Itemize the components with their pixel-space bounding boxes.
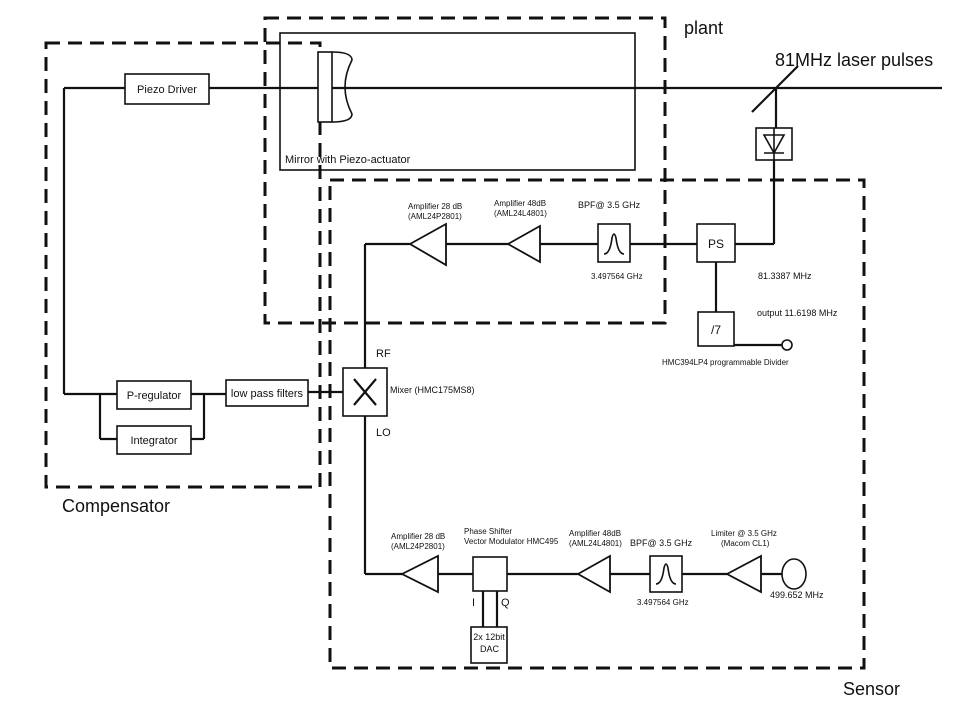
limiter-name: Limiter @ 3.5 GHz — [711, 529, 777, 538]
p-regulator-label: P-regulator — [127, 390, 182, 402]
divider-output-terminal — [781, 339, 793, 351]
divider-output-label: output 11.6198 MHz — [757, 308, 838, 318]
sensor-label: Sensor — [843, 679, 900, 699]
divider-part-label: HMC394LP4 programmable Divider — [662, 358, 789, 367]
mixer-rf-label: RF — [376, 348, 391, 360]
phase-shifter-name: Phase Shifter — [464, 527, 512, 536]
source-freq-label: 499.652 MHz — [770, 590, 824, 600]
top-amp2-name: Amplifier 48dB — [494, 199, 546, 208]
compensator-label: Compensator — [62, 496, 170, 516]
bottom-amp1-part: (AML24P2801) — [391, 542, 445, 551]
bottom-amp2-name: Amplifier 48dB — [569, 529, 621, 538]
low-pass-label: low pass filters — [231, 388, 304, 400]
phase-shifter-box — [472, 556, 508, 592]
integrator-label: Integrator — [130, 435, 177, 447]
limiter-part: (Macom CL1) — [721, 539, 770, 548]
plant-label: plant — [684, 18, 723, 38]
plant-region — [263, 16, 667, 325]
bottom-amp1-name: Amplifier 28 dB — [391, 532, 445, 541]
top-bpf-freq: 3.497564 GHz — [591, 272, 643, 281]
ps-box — [696, 223, 736, 263]
ps-label: PS — [708, 237, 724, 251]
top-amp1-triangle — [408, 222, 447, 267]
photodiode-icon — [755, 127, 793, 161]
shifter-q-label: Q — [501, 597, 510, 609]
piezo-driver-label: Piezo Driver — [137, 84, 197, 96]
bottom-amp2-part: (AML24L4801) — [569, 539, 622, 548]
sensor-region — [328, 178, 866, 670]
bottom-amp1-triangle — [399, 554, 439, 594]
mixer-cross-b — [353, 378, 377, 406]
piezo-driver-box — [124, 73, 210, 105]
bottom-bpf-box — [649, 555, 683, 593]
rf-source-circle — [781, 558, 807, 590]
top-bpf-label: BPF@ 3.5 GHz — [578, 200, 641, 210]
divider-box — [697, 311, 735, 347]
laser-label: 81MHz laser pulses — [775, 50, 933, 70]
mixer-label: Mixer (HMC175MS8) — [390, 385, 475, 395]
plant-enclosure — [279, 32, 636, 171]
top-amp1-part: (AML24P2801) — [408, 212, 462, 221]
limiter-triangle — [725, 554, 762, 594]
mirror-label: Mirror with Piezo-actuator — [285, 154, 411, 166]
dac-box — [470, 626, 508, 664]
bottom-amp2-triangle — [576, 554, 611, 594]
mixer-lo-label: LO — [376, 427, 391, 439]
dac-label-line2: DAC — [480, 644, 500, 654]
integrator-box — [116, 425, 192, 455]
bottom-bpf-freq: 3.497564 GHz — [637, 598, 689, 607]
top-amp2-part: (AML24L4801) — [494, 209, 547, 218]
ps-freq-label: 81.3387 MHz — [758, 271, 812, 281]
mirror-icon — [317, 51, 353, 123]
top-bpf-box — [597, 223, 631, 263]
compensator-region — [44, 41, 322, 489]
phase-shifter-part: Vector Modulator HMC495 — [464, 537, 559, 546]
dac-label-line1: 2x 12bit — [473, 632, 505, 642]
top-amp2-triangle — [506, 224, 541, 264]
top-amp1-name: Amplifier 28 dB — [408, 202, 462, 211]
divider-label: /7 — [711, 323, 721, 337]
shifter-i-label: I — [472, 597, 475, 609]
p-regulator-box — [116, 380, 192, 410]
bottom-bpf-label: BPF@ 3.5 GHz — [630, 538, 693, 548]
